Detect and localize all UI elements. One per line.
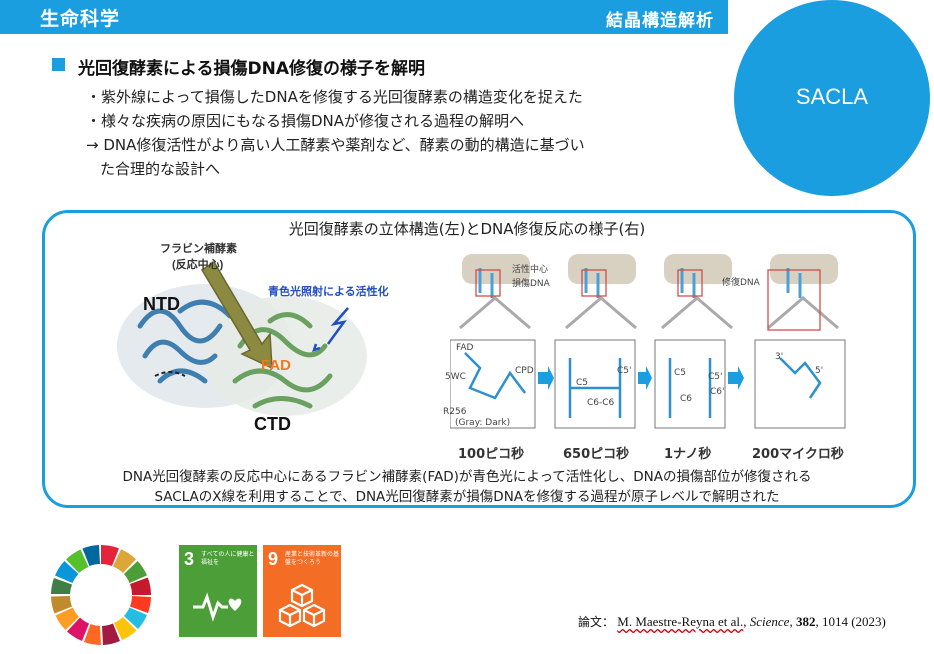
flavin-label-2: (反応中心) bbox=[172, 259, 224, 271]
bullet-2: ・様々な疾病の原因にもなる損傷DNAが修復される過程の解明へ bbox=[86, 112, 525, 130]
time-label-200us: 200マイクロ秒 bbox=[752, 447, 844, 462]
flavin-label-1: フラビン補酵素 bbox=[160, 243, 237, 255]
sdg-wheel-logo bbox=[51, 545, 151, 645]
time-label-100ps: 100ピコ秒 bbox=[458, 447, 525, 462]
detail-label-c6c6: C6-C6 bbox=[587, 398, 615, 408]
detail-label-c5p-b: C5' bbox=[708, 372, 723, 382]
dna-repair-figure bbox=[450, 254, 846, 429]
detail-label-r256: R256 bbox=[443, 407, 467, 417]
protein-structure-figure bbox=[117, 260, 367, 416]
citation-label: 論文： bbox=[578, 615, 615, 629]
sdg-goal-3-tile: 3 すべての人に健康と福祉を bbox=[179, 545, 257, 637]
bullet-3: → DNA修復活性がより高い人工酵素や薬剤など、酵素の動的構造に基づい bbox=[86, 136, 585, 154]
detail-label-3p: 3' bbox=[775, 352, 784, 362]
caption-line-1: DNA光回復酵素の反応中心にあるフラビン補酵素(FAD)が青色光によって活性化し… bbox=[122, 469, 812, 485]
time-label-650ps: 650ピコ秒 bbox=[563, 447, 630, 462]
detail-label-5wc: 5WC bbox=[445, 372, 466, 382]
cubes-icon bbox=[278, 583, 326, 628]
field-label: 結晶構造解析 bbox=[606, 11, 714, 31]
citation-journal: Science bbox=[749, 614, 790, 629]
bullet-1: ・紫外線によって損傷したDNAを修復する光回復酵素の構造変化を捉えた bbox=[86, 88, 583, 106]
fad-label: FAD bbox=[261, 357, 291, 374]
sdg-goal-9-tile: 9 産業と技術革新の基盤をつくろう bbox=[263, 545, 341, 637]
heartbeat-icon bbox=[193, 592, 242, 622]
blue-light-label: 青色光照射による活性化 bbox=[268, 286, 389, 298]
time-label-1ns: 1ナノ秒 bbox=[664, 447, 712, 462]
citation: 論文： M. Maestre-Reyna et al., Science, 38… bbox=[578, 614, 886, 629]
sacla-badge-label: SACLA bbox=[795, 84, 869, 109]
legend-damaged-dna: 損傷DNA bbox=[512, 279, 550, 289]
headline: 光回復酵素による損傷DNA修復の様子を解明 bbox=[78, 59, 425, 79]
detail-label-c5-a: C5 bbox=[576, 378, 589, 388]
sacla-badge: SACLA bbox=[734, 0, 930, 196]
category-label: 生命科学 bbox=[40, 8, 121, 30]
ctd-label: CTD bbox=[254, 414, 291, 434]
caption-line-2: SACLAのX線を利用することで、DNA光回復酵素が損傷DNAを修復する過程が原… bbox=[154, 489, 780, 505]
header-bar: 生命科学 結晶構造解析 bbox=[0, 0, 728, 34]
detail-label-c5p-a: C5' bbox=[617, 366, 632, 376]
detail-label-c6p: C6' bbox=[710, 387, 725, 397]
legend-active-center: 活性中心 bbox=[512, 265, 549, 275]
headline-square-icon bbox=[52, 58, 65, 71]
detail-label-cpd: CPD bbox=[515, 366, 534, 376]
repaired-dna-label: 修復DNA bbox=[722, 278, 760, 288]
bullet-4: た合理的な設計へ bbox=[100, 160, 221, 178]
figure-panel bbox=[42, 210, 916, 508]
citation-volume: 382 bbox=[795, 614, 816, 629]
ntd-label: NTD bbox=[143, 294, 180, 314]
detail-label-c5-b: C5 bbox=[674, 368, 687, 378]
detail-label-c6: C6 bbox=[680, 394, 693, 404]
panel-title: 光回復酵素の立体構造(左)とDNA修復反応の様子(右) bbox=[288, 220, 646, 238]
sdg-goal-3-number: 3 bbox=[184, 549, 195, 569]
citation-authors: M. Maestre-Reyna et al. bbox=[617, 614, 744, 629]
detail-label-gray-dark: (Gray: Dark) bbox=[455, 418, 511, 428]
sdg-goal-9-number: 9 bbox=[268, 549, 279, 569]
citation-rest: , 1014 (2023) bbox=[815, 614, 886, 629]
detail-label-5p: 5' bbox=[815, 366, 824, 376]
sdg-goal-9-text: 産業と技術革新の基盤をつくろう bbox=[285, 551, 340, 566]
sdg-goal-3-text: すべての人に健康と福祉を bbox=[201, 551, 255, 566]
detail-label-fad: FAD bbox=[456, 343, 474, 353]
